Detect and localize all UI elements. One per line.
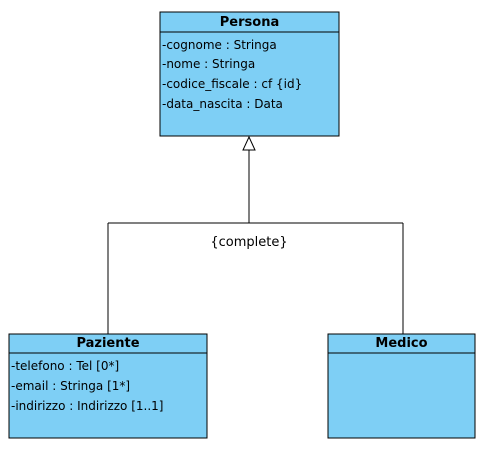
class-paziente-attribute: -indirizzo : Indirizzo [1..1] [11, 399, 163, 413]
class-persona-attribute: -data_nascita : Data [162, 97, 283, 111]
class-persona-name: Persona [220, 15, 279, 30]
class-paziente-box [8, 333, 208, 439]
class-paziente-name: Paziente [76, 336, 139, 351]
class-persona-box [159, 11, 340, 137]
class-persona-attribute: -codice_fiscale : cf {id} [162, 77, 302, 91]
class-persona-attribute: -nome : Stringa [162, 57, 255, 71]
class-persona-attribute: -cognome : Stringa [162, 38, 277, 52]
constraint-label: {complete} [210, 235, 287, 250]
class-paziente-attribute: -email : Stringa [1*] [11, 379, 130, 393]
class-medico-box [327, 333, 476, 439]
generalization-arrowhead [242, 135, 256, 151]
class-medico[interactable]: Medico [327, 333, 476, 439]
class-medico-name: Medico [375, 336, 427, 351]
class-paziente-attribute: -telefono : Tel [0*] [11, 359, 119, 373]
generalization-edges: {complete} [107, 135, 404, 334]
class-paziente[interactable]: Paziente -telefono : Tel [0*] -email : S… [8, 333, 208, 439]
class-persona[interactable]: Persona -cognome : Stringa -nome : Strin… [159, 11, 340, 137]
